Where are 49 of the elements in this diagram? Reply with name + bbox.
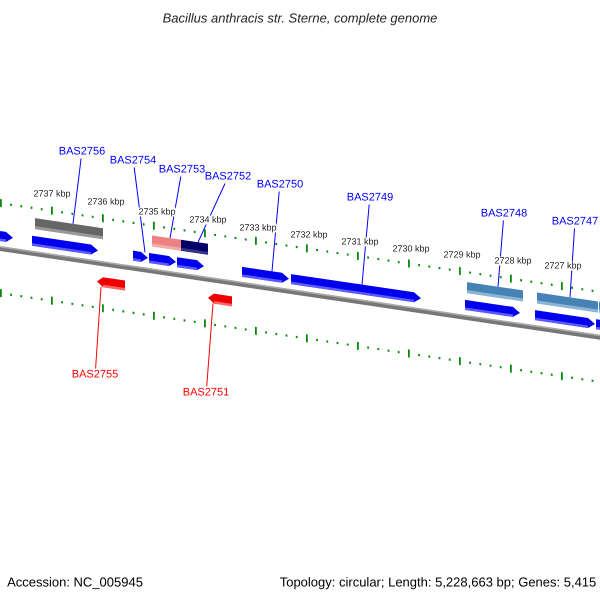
scale-label: 2727 kbp <box>544 262 582 270</box>
gene-box <box>152 236 181 251</box>
leader-line <box>170 176 182 239</box>
scale-label: 2731 kbp <box>341 238 379 246</box>
leader-line <box>570 228 575 298</box>
leader-line <box>95 286 102 369</box>
leader-line <box>198 183 226 243</box>
leader-line <box>134 167 146 253</box>
gene-label: BAS2752 <box>204 172 252 182</box>
gene-label: BAS2755 <box>72 370 118 380</box>
gene-block <box>291 274 421 302</box>
gene-label: BAS2748 <box>480 208 528 220</box>
gene-box <box>467 282 523 302</box>
gene-block <box>242 266 289 283</box>
scale-label: 2735 kbp <box>138 208 176 216</box>
gene-block <box>465 300 520 317</box>
scale-label: 2729 kbp <box>443 250 481 260</box>
gene-block <box>32 236 98 254</box>
scale-label: 2736 kbp <box>87 198 125 206</box>
accession-label: Accession: NC_005945 <box>7 576 143 588</box>
gene-label: BAS2754 <box>110 156 156 166</box>
genome-title: Bacillus anthracis str. Sterne, complete genome <box>162 12 438 24</box>
scale-label: 2728 kbp <box>494 256 532 266</box>
leader-line <box>72 158 82 224</box>
leader-line <box>362 204 370 286</box>
gene-block <box>133 250 148 262</box>
gene-box <box>35 218 103 240</box>
gene-block <box>208 294 232 306</box>
scale-label: 2730 kbp <box>392 244 430 254</box>
gene-label: BAS2750 <box>256 180 304 190</box>
gene-label: BAS2751 <box>182 388 230 398</box>
leader-line <box>498 220 504 288</box>
gene-block <box>0 230 13 242</box>
gene-block <box>97 277 125 290</box>
gene-box <box>537 292 598 312</box>
scale-label: 2733 kbp <box>239 224 277 232</box>
scale-label: 2737 kbp <box>33 190 71 198</box>
gene-box <box>181 240 208 255</box>
scale-label: 2732 kbp <box>290 230 328 240</box>
gene-label: BAS2747 <box>552 216 598 228</box>
genome-summary-label: Topology: circular; Length: 5,228,663 bp; Genes: 5,415 <box>280 576 596 588</box>
gene-block <box>177 257 204 270</box>
gene-label: BAS2749 <box>346 192 394 204</box>
gene-label: BAS2756 <box>58 146 106 158</box>
leader-line <box>206 303 214 387</box>
gene-label: BAS2753 <box>158 164 206 176</box>
scale-label: 2734 kbp <box>189 216 227 224</box>
gene-block <box>596 319 600 330</box>
leader-line <box>272 191 280 272</box>
